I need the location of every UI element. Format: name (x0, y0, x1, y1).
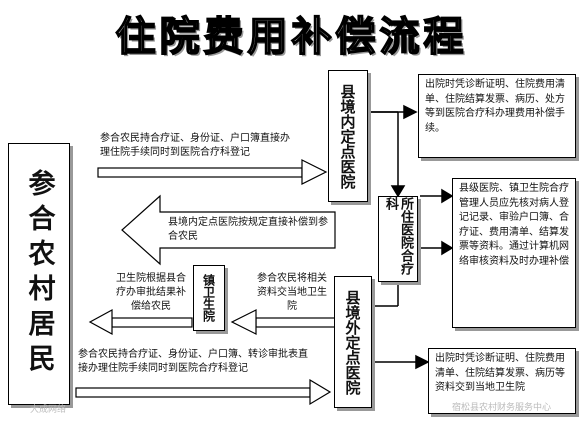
villager-box: 参合农村居民 (8, 143, 70, 405)
town-clinic-box: 镇卫生院 (193, 265, 225, 331)
hospital-coop-dept-label: 所住医院合疗科 (383, 197, 413, 275)
town-clinic-label: 镇卫生院 (201, 274, 216, 322)
note-to-county-internal: 参合农民持合疗证、身份证、户口簿直接办理住院手续同时到医院合疗科登记 (100, 133, 290, 158)
connector-lines (368, 104, 454, 370)
note-back-from-internal: 县境内定点医院按规定直接补偿到参合农民 (168, 217, 328, 242)
page-title: 住院费用补偿流程 (115, 13, 468, 61)
county-external-hospital-label: 县境外定点医院 (343, 289, 362, 395)
note-clinic-to-villager: 卫生院根据县合疗办审批结果补偿给农民 (116, 273, 186, 312)
note-box-top: 出院时凭诊断证明、住院费用清单、住院结算发票、病历、处方等到医院合疗科办理费用补… (418, 74, 576, 158)
county-internal-hospital-box: 县境内定点医院 (328, 70, 368, 202)
note-box-middle: 县级医院、镇卫生院合疗管理人员应先核对病人登记记录、审验户口簿、合疗证、费用清单… (452, 178, 576, 328)
arrow-back-to-villager (121, 194, 336, 266)
watermark-right: 宿松县农村财务服务中心 (452, 403, 552, 413)
county-internal-hospital-label: 县境内定点医院 (338, 83, 357, 189)
county-external-hospital-box: 县境外定点医院 (334, 276, 372, 408)
watermark-left: 大成网络 (30, 405, 67, 415)
hospital-coop-dept-box: 所住医院合疗科 (378, 196, 418, 282)
note-external-to-clinic: 参合农民将相关资料交当地卫生院 (257, 273, 327, 312)
arrow-to-county-external (75, 378, 332, 406)
villager-label: 参合农村居民 (23, 169, 55, 379)
arrow-clinic-to-villager (88, 308, 193, 336)
arrow-to-county-internal (97, 159, 328, 185)
note-box-bottom: 出院时凭诊断证明、住院费用清单、住院结算发票、病历等资料交到当地卫生院 (428, 348, 576, 414)
note-to-county-external: 参合农民持合疗证、身份证、户口簿、转诊审批表直接办理住院手续同时到医院合疗科登记 (78, 349, 308, 374)
